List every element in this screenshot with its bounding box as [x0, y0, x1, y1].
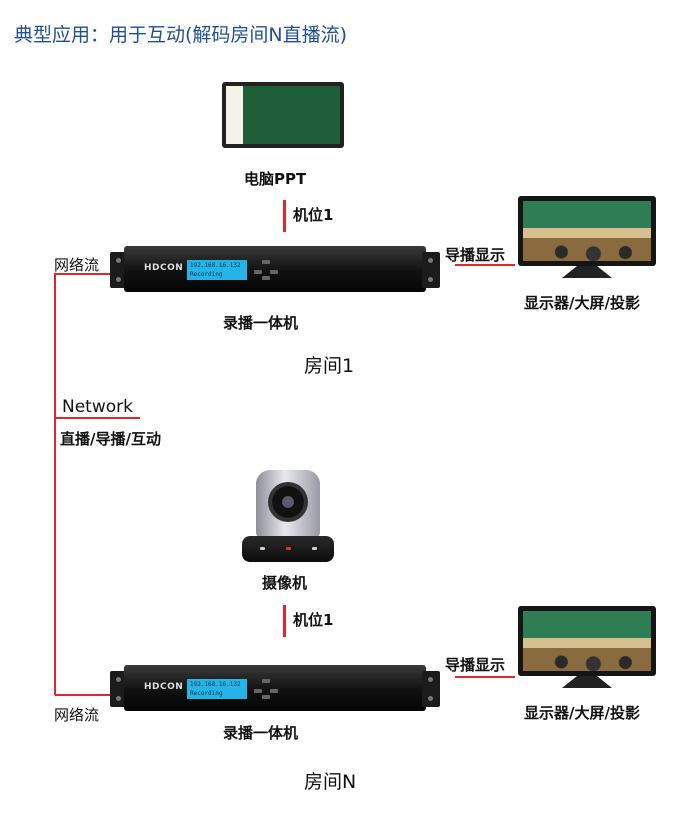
- device-lcd: 192.168.16.132 Recording: [187, 260, 247, 280]
- network-backbone: [54, 273, 56, 695]
- guide-display-label-1: 导播显示: [445, 246, 506, 264]
- lcd-line-ip: 192.168.16.132: [190, 681, 241, 688]
- ptz-camera: [242, 466, 334, 566]
- device-keys: [254, 679, 290, 701]
- network-label: Network: [62, 397, 133, 417]
- position-label-2: 机位1: [293, 611, 334, 629]
- device-brand: HDCON: [144, 263, 184, 273]
- diagram-title: 典型应用：用于互动(解码房间N直播流): [14, 24, 348, 46]
- network-stream-label-2: 网络流: [54, 706, 100, 724]
- connector-recorder2-display: [455, 676, 515, 678]
- lcd-line-ip: 192.168.16.132: [190, 262, 241, 269]
- connector-ppt-recorder: [283, 200, 286, 232]
- lcd-line-status: Recording: [190, 271, 223, 278]
- device-brand: HDCON: [144, 682, 184, 692]
- network-modes-label: 直播/导播/互动: [60, 430, 161, 448]
- network-underline: [55, 417, 140, 419]
- device-keys: [254, 260, 290, 282]
- position-label-1: 机位1: [293, 206, 334, 224]
- display-monitor-1: [518, 196, 656, 280]
- display-monitor-2: [518, 606, 656, 690]
- display-label-2: 显示器/大屏/投影: [524, 704, 640, 722]
- lcd-line-status: Recording: [190, 690, 223, 697]
- camera-label: 摄像机: [262, 574, 308, 592]
- recorder-label-2: 录播一体机: [223, 724, 299, 742]
- display-label-1: 显示器/大屏/投影: [524, 294, 640, 312]
- connector-recorder1-display: [455, 264, 515, 266]
- pc-ppt-label: 电脑PPT: [244, 170, 307, 188]
- recorder-label-1: 录播一体机: [223, 314, 299, 332]
- pc-ppt-screen: [222, 82, 344, 148]
- connector-recorder2-network: [55, 694, 110, 696]
- room-1-label: 房间1: [304, 355, 355, 377]
- connector-camera-recorder: [283, 605, 286, 637]
- room-n-label: 房间N: [304, 771, 357, 793]
- recorder-device-1: HDCON 192.168.16.132 Recording: [110, 246, 440, 296]
- guide-display-label-2: 导播显示: [445, 656, 506, 674]
- device-lcd: 192.168.16.132 Recording: [187, 679, 247, 699]
- recorder-device-2: HDCON 192.168.16.132 Recording: [110, 665, 440, 715]
- connector-recorder1-network: [55, 273, 110, 275]
- network-stream-label-1: 网络流: [54, 256, 100, 274]
